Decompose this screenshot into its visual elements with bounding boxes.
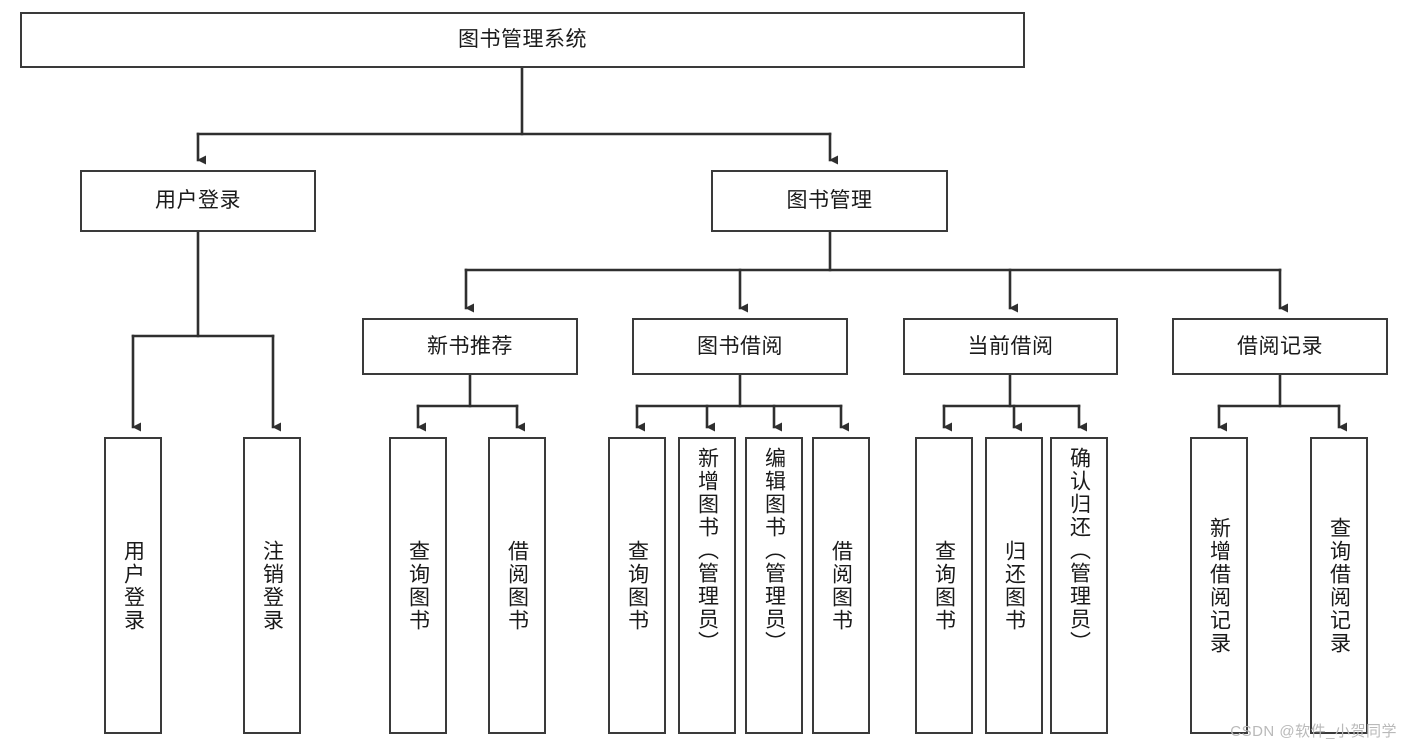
node-new-book-recommend-label: 新书推荐 [427, 334, 513, 358]
csdn-watermark: CSDN @软件_小贺同学 [1230, 723, 1397, 740]
node-leaf-query-book-2-label: 查询图书 [625, 539, 649, 632]
node-leaf-query-book-3[interactable]: 查询图书 [915, 437, 973, 734]
node-leaf-borrow-book-1-label: 借阅图书 [505, 539, 529, 632]
node-leaf-user-logout[interactable]: 注销登录 [243, 437, 301, 734]
node-leaf-return-book-label: 归还图书 [1002, 539, 1026, 632]
node-book-borrow[interactable]: 图书借阅 [632, 318, 848, 375]
node-leaf-borrow-book-2-label: 借阅图书 [829, 539, 853, 632]
node-leaf-query-book-3-label: 查询图书 [932, 539, 956, 632]
node-leaf-user-logout-label: 注销登录 [260, 539, 284, 632]
node-leaf-borrow-book-1[interactable]: 借阅图书 [488, 437, 546, 734]
node-leaf-query-record-label: 查询借阅记录 [1327, 516, 1351, 655]
node-leaf-add-record-label: 新增借阅记录 [1207, 516, 1231, 655]
node-borrow-record-label: 借阅记录 [1237, 334, 1323, 358]
node-leaf-user-login-label: 用户登录 [121, 539, 145, 632]
node-book-borrow-label: 图书借阅 [697, 334, 783, 358]
node-current-borrow[interactable]: 当前借阅 [903, 318, 1118, 375]
node-leaf-query-book-1-label: 查询图书 [406, 539, 430, 632]
node-leaf-user-login[interactable]: 用户登录 [104, 437, 162, 734]
node-leaf-query-book-1[interactable]: 查询图书 [389, 437, 447, 734]
node-leaf-add-book-label: 新增图书（管理员） [695, 447, 719, 654]
node-leaf-add-book[interactable]: 新增图书（管理员） [678, 437, 736, 734]
node-leaf-return-book[interactable]: 归还图书 [985, 437, 1043, 734]
node-book-manage[interactable]: 图书管理 [711, 170, 948, 232]
node-leaf-add-record[interactable]: 新增借阅记录 [1190, 437, 1248, 734]
node-book-manage-label: 图书管理 [786, 189, 873, 213]
node-borrow-record[interactable]: 借阅记录 [1172, 318, 1388, 375]
node-leaf-query-book-2[interactable]: 查询图书 [608, 437, 666, 734]
node-user-login[interactable]: 用户登录 [80, 170, 316, 232]
node-new-book-recommend[interactable]: 新书推荐 [362, 318, 578, 375]
node-leaf-borrow-book-2[interactable]: 借阅图书 [812, 437, 870, 734]
node-leaf-confirm-return-label: 确认归还（管理员） [1067, 447, 1091, 654]
node-current-borrow-label: 当前借阅 [967, 334, 1054, 358]
node-leaf-query-record[interactable]: 查询借阅记录 [1310, 437, 1368, 734]
node-root[interactable]: 图书管理系统 [20, 12, 1025, 68]
node-leaf-edit-book[interactable]: 编辑图书（管理员） [745, 437, 803, 734]
node-leaf-confirm-return[interactable]: 确认归还（管理员） [1050, 437, 1108, 734]
node-root-label: 图书管理系统 [458, 28, 587, 52]
node-user-login-label: 用户登录 [155, 189, 241, 213]
node-leaf-edit-book-label: 编辑图书（管理员） [762, 447, 786, 654]
